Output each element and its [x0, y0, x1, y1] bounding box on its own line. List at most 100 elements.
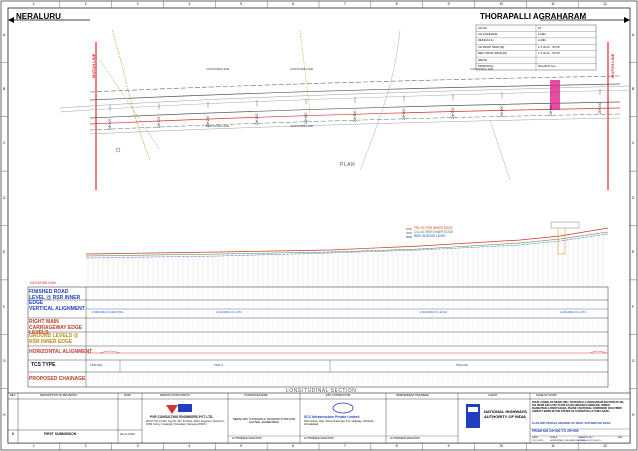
drawing-range: FROM KM 24+000 TO 25+000	[532, 429, 579, 433]
row-letter-left: A	[3, 32, 6, 37]
drawing-no-label: DRAWING NO.:	[578, 437, 594, 439]
date-value: 22.11.2023	[532, 440, 543, 442]
title-block-header: DESCRIPTION OF REVISIONS	[40, 394, 77, 397]
structure-info-box	[475, 24, 597, 71]
plan-chainage-label: 24+400	[303, 112, 308, 124]
datum-label: DATUM 880.000m	[30, 281, 57, 285]
cultivated-land-label-5: CULTIVATED LAND	[290, 125, 314, 128]
title-block-header: NAME OF WORK:	[536, 394, 558, 397]
scale-value: HORIZONTAL 1:1000 VERTICAL 1:100	[550, 440, 586, 442]
row-letter-right: F	[632, 304, 635, 309]
rev-date: 22.11.2023	[120, 432, 135, 436]
right-arrow-head-icon	[624, 17, 630, 23]
info-box-key: CH PROP. SPAN (M)	[478, 44, 505, 49]
legend-rmc: RMC IN EDGE LEVEL	[414, 234, 447, 238]
rev-number: 0	[12, 432, 14, 436]
epc-contractor-address: SCC House, Opp. Nirma University, S.G. H…	[304, 420, 375, 426]
level-sticks	[87, 230, 604, 287]
info-box-key: PROPOSAL	[478, 64, 494, 69]
curve-label-3: L=160.000m K=-14.011	[420, 311, 448, 314]
column-number-top: 2	[84, 1, 87, 6]
culvert-marker	[550, 80, 560, 110]
curve-label-1: L=900.000m K=1200.703m	[92, 311, 124, 314]
column-number-bottom: 8	[395, 444, 398, 448]
title-block-header: EPC CONTRACTOR	[326, 394, 351, 397]
rmc-profile-line	[85, 233, 609, 259]
cultivated-land-label-4: CULTIVATED LAND	[206, 125, 230, 128]
consultant-address: #PLOT NO.3 & #10, Opp No. 503, 3rd Floor…	[146, 420, 226, 426]
plan-chainage-label: 24+300	[254, 113, 259, 126]
row-label-rmc-edge: RIGHT MAIN CARRIAGEWAY EDGE LEVELS	[29, 319, 83, 336]
curve-label-4: L=200.000m K=-4.474	[560, 311, 586, 314]
title-block	[7, 392, 631, 444]
column-number-bottom: 6	[292, 444, 294, 448]
left-arrow-head-icon	[8, 17, 14, 23]
title-block-header: CONCESSIONAIRE	[244, 394, 268, 397]
column-number-top: 8	[395, 1, 398, 6]
tcs-value-2: TCS-4	[214, 363, 223, 367]
plan-chainage-label: 24+900	[548, 104, 553, 116]
info-box-key: CS NO.	[478, 25, 488, 30]
column-number-top: 5	[240, 1, 243, 6]
client-name: NATIONAL HIGHWAYS AUTHORITY OF INDIA	[484, 409, 527, 419]
info-box-value: 2+991	[538, 32, 546, 37]
cultivated-land-label-1: CULTIVATED LAND	[206, 68, 230, 71]
right-place-name: THORAPALLI AGRAHARAM	[480, 12, 587, 21]
rev-description: FIRST SUBMISSION	[44, 432, 77, 436]
info-box-value: 2+991	[538, 38, 546, 43]
row-label-frl: FINISHED ROAD LEVEL @ RSR INNER EDGE	[29, 289, 81, 306]
curve-label-2: L=140.000m K=-4.372	[216, 311, 242, 314]
cultivated-land-label-2: CULTIVATED LAND	[290, 68, 314, 71]
pvr-logo-icon	[166, 405, 178, 414]
tcs-value-3: TCS-VIA	[456, 363, 468, 367]
info-box-key: DES. PROP. SPAN (M)	[478, 51, 507, 56]
ground-profile-line	[85, 231, 609, 257]
plan-label: PLAN	[340, 162, 356, 168]
info-box-key: CH CHAINAGE	[478, 32, 498, 37]
row-ticks	[1, 62, 637, 389]
info-box-value: 1 X 3m/C - STOP	[538, 51, 560, 56]
profile-area	[27, 221, 609, 388]
column-number-bottom: 12	[603, 444, 607, 448]
plan-chainage-label: 24+700	[450, 107, 455, 119]
column-number-bottom: 2	[84, 444, 87, 448]
scale-label: SCALE:	[550, 437, 558, 439]
row-letter-right: E	[632, 250, 635, 255]
title-block-header: REV.	[10, 394, 16, 397]
row-letter-right: A	[632, 32, 635, 37]
info-box-key: WIDTH	[478, 57, 488, 62]
plan-area	[8, 17, 631, 190]
plan-chainage-label: 24+600	[401, 108, 406, 121]
concessionaire-name: NERALURU THORAPALLI ROADWAYS PRIVATE LIM…	[232, 417, 296, 425]
consultant-name: PVR CONSULTING ENGINEERS PVT. LTD.	[150, 415, 214, 419]
title-block-header: DESIGN CONSULTANTS	[160, 394, 190, 397]
plan-chainage-label: 24+800	[499, 105, 504, 118]
column-number-top: 12	[603, 1, 607, 6]
row-letter-left: E	[3, 250, 6, 255]
column-number-top: 1	[32, 1, 35, 6]
column-number-bottom: 5	[240, 444, 243, 448]
column-number-bottom: 10	[499, 444, 504, 448]
name-of-work-text: FOUR LANING OF NERALURU- THORAPALLI AGRA…	[532, 401, 625, 413]
column-number-bottom: 11	[551, 444, 555, 448]
scc-logo-icon	[332, 402, 354, 414]
title-block-header: DATE	[124, 394, 131, 397]
column-ticks	[59, 1, 579, 450]
match-line-left-label: MATCH LINE	[91, 53, 96, 78]
cultivated-land-label-3: CULTIVATED LAND	[470, 68, 494, 71]
info-box-value: New RCC box	[538, 64, 556, 69]
match-line-right-label: MATCH LINE	[610, 53, 615, 78]
legend-frl: FRL AT RSR INNER EDGE	[414, 226, 453, 230]
plan-chainage-label: 24+500	[352, 110, 357, 122]
date-label: DATE:	[532, 437, 539, 439]
column-number-top: 10	[499, 1, 504, 6]
column-number-bottom: 4	[188, 444, 191, 448]
row-letter-left: C	[3, 141, 6, 146]
epc-contractor-name: SCC Infrastructure Private Limited	[304, 415, 360, 419]
column-number-bottom: 9	[447, 444, 450, 448]
plan-chainage-label: 25+000	[597, 102, 602, 114]
row-label-vertical-alignment: VERTICAL ALIGNMENT	[29, 306, 85, 312]
frl-profile-line	[85, 227, 609, 255]
